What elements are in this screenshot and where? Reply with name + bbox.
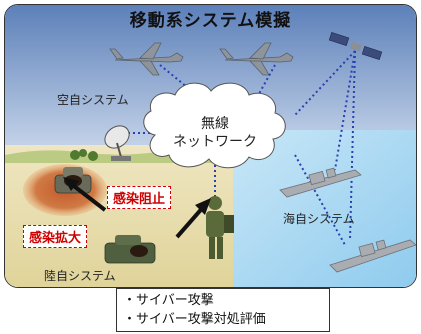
network-label: 無線 ネットワーク: [155, 115, 275, 151]
fighter-jet-2-icon: [219, 42, 294, 76]
network-cloud-icon: [143, 82, 286, 169]
warship-1-icon: [279, 167, 362, 198]
diagram-frame: 空自システム 海自システム 陸自システム 無線 ネットワーク 感染阻止 感染拡大: [4, 4, 417, 288]
attack-item-2: ・サイバー攻撃対処評価: [123, 312, 266, 327]
attack-item-1: ・サイバー攻撃: [123, 293, 214, 308]
infection-block-tag: 感染阻止: [107, 186, 172, 209]
radar-dish-icon: [104, 125, 131, 161]
network-label-line2: ネットワーク: [173, 134, 257, 150]
vehicle-infected-icon: [54, 167, 92, 194]
trees-icon: [70, 149, 98, 161]
air-system-label: 空自システム: [57, 93, 129, 107]
block-arrow-icon: [175, 198, 211, 239]
vehicle-threatened-icon: [104, 235, 156, 264]
spread-arrow-icon: [63, 177, 107, 212]
warship-2-icon: [329, 239, 416, 273]
network-label-line1: 無線: [201, 116, 229, 132]
infection-spread-tag: 感染拡大: [23, 225, 88, 248]
soldier-icon: [206, 196, 234, 259]
satellite-icon: [328, 32, 383, 60]
sea-system-label: 海自システム: [283, 212, 355, 226]
ground-system-label: 陸自システム: [44, 269, 116, 283]
diagram-title: 移動系システム模擬: [129, 11, 292, 31]
attack-list-box: ・サイバー攻撃 ・サイバー攻撃対処評価: [116, 288, 330, 332]
land-region: [5, 145, 233, 287]
fighter-jet-1-icon: [109, 42, 184, 76]
